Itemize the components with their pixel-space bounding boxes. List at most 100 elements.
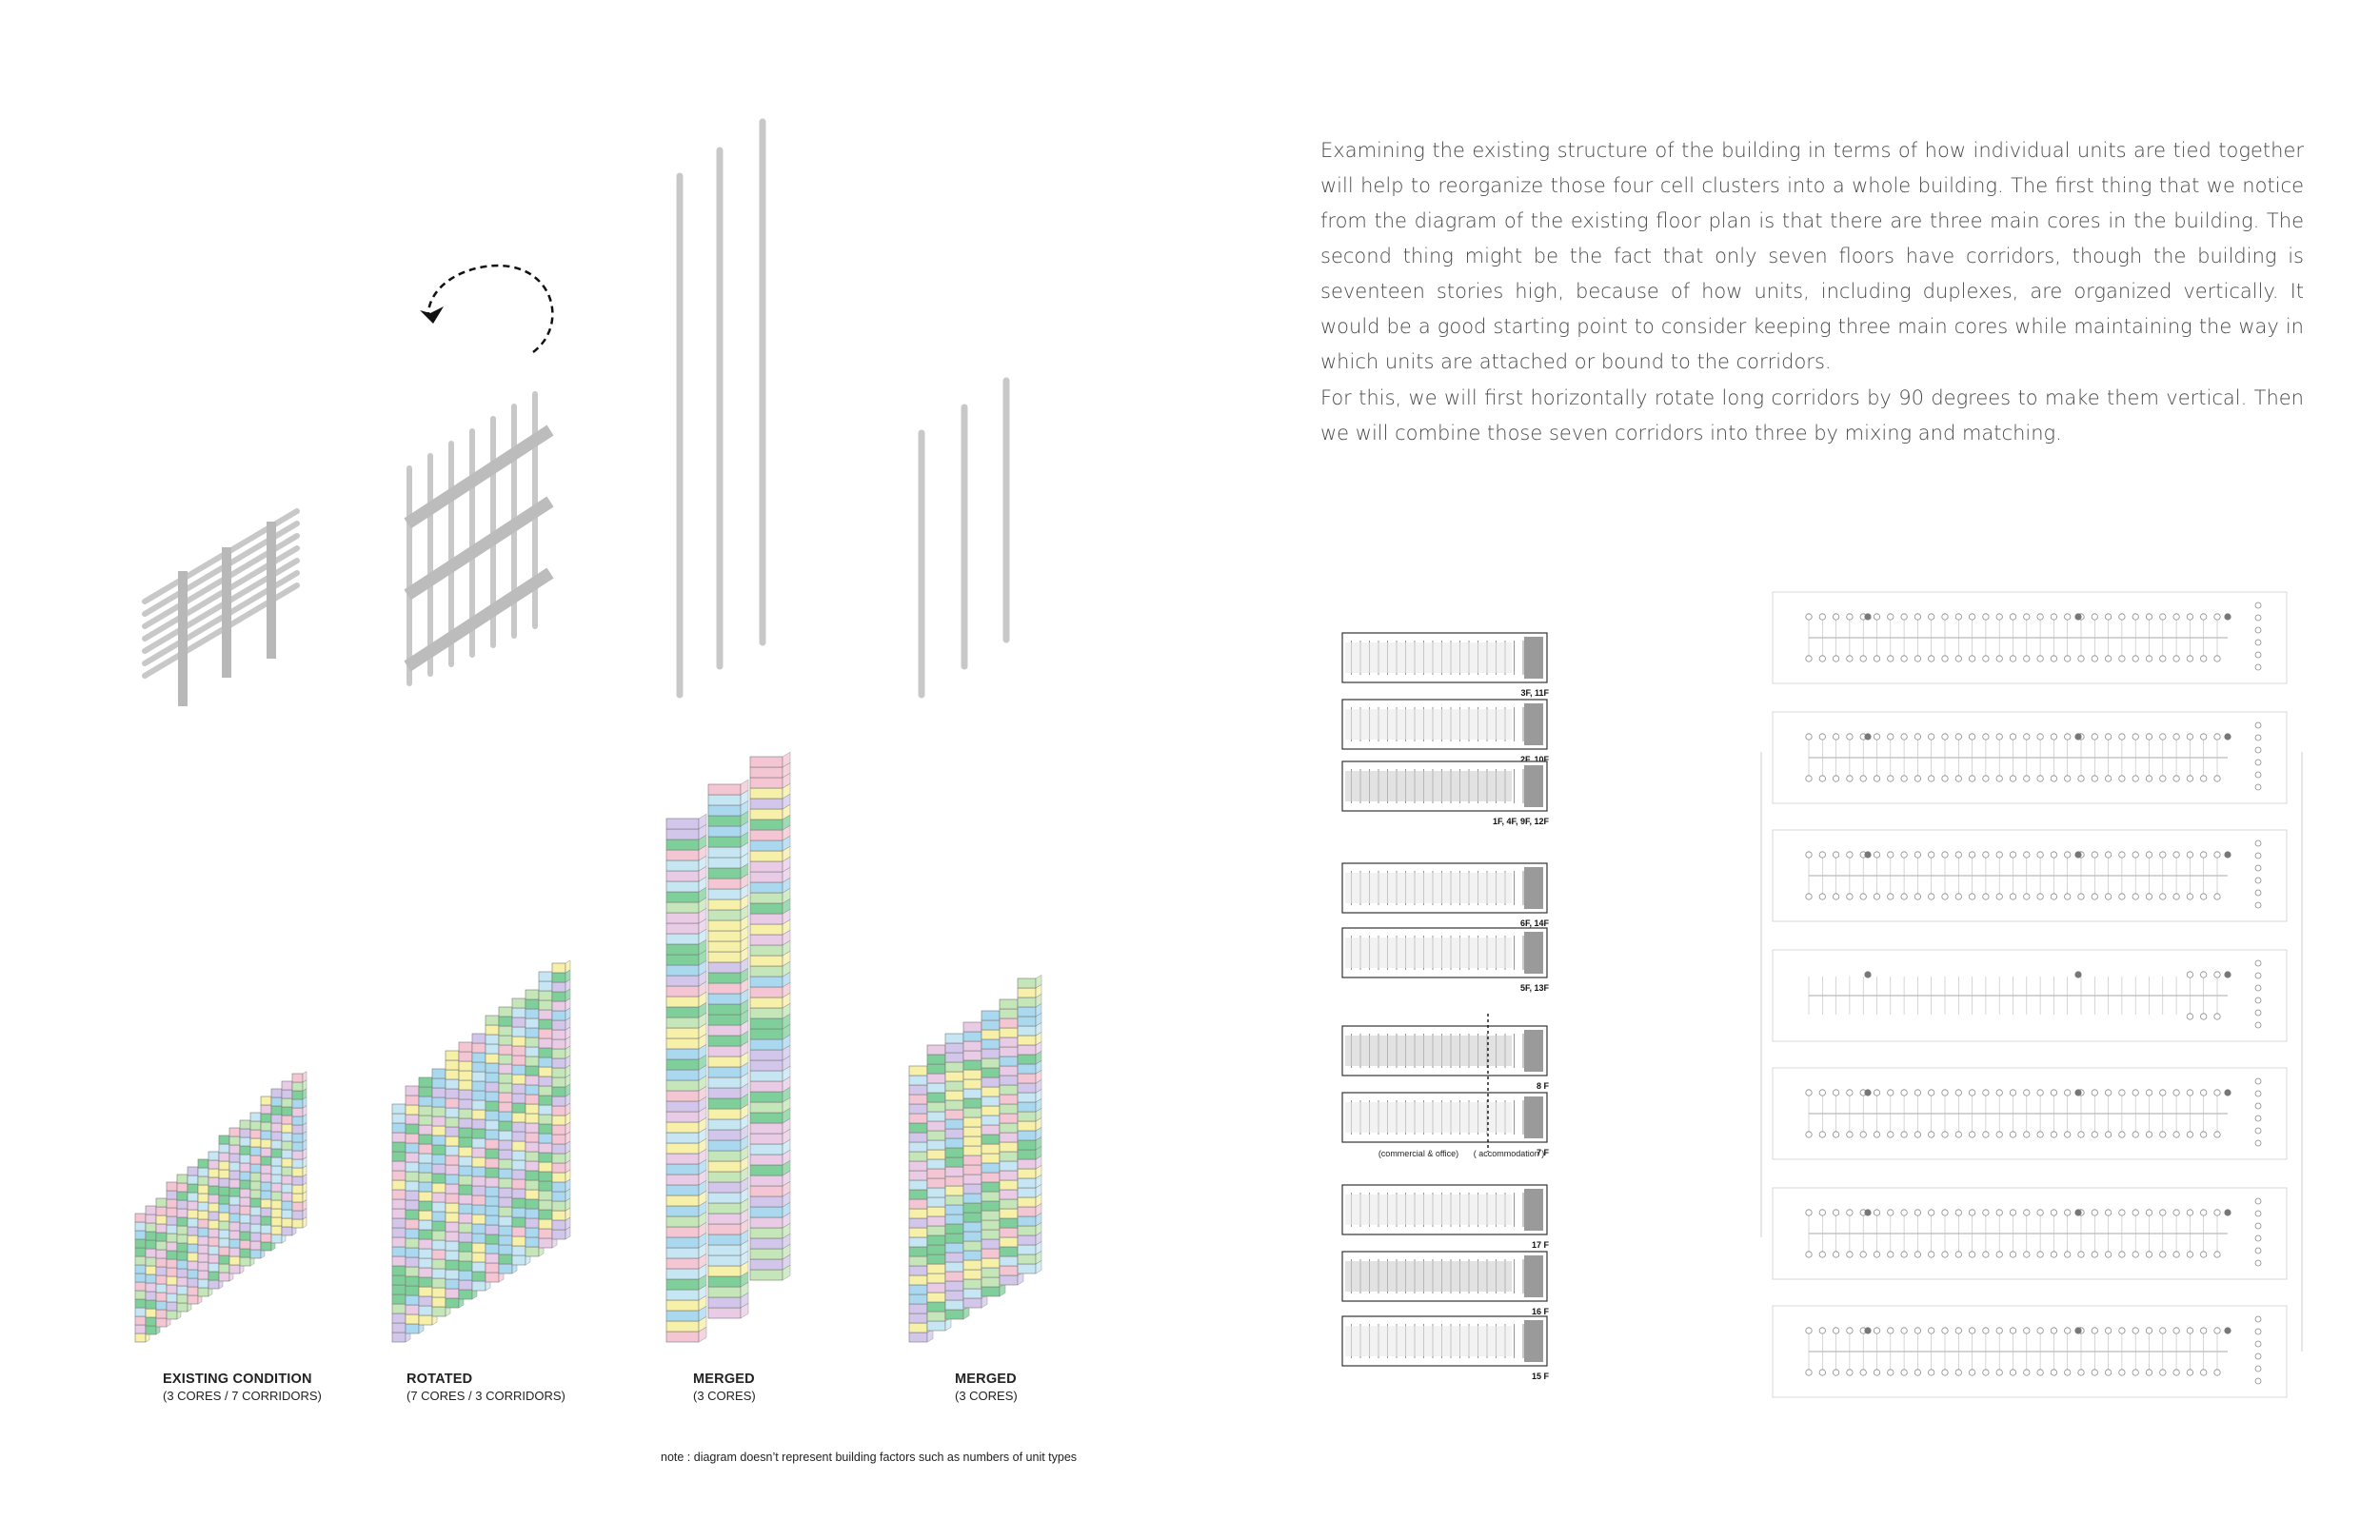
unit-block bbox=[999, 1103, 1019, 1115]
unit-node bbox=[1873, 1251, 1881, 1258]
unit-block bbox=[418, 1314, 433, 1326]
unit-block bbox=[538, 999, 553, 1011]
unit-node bbox=[1873, 733, 1881, 740]
unit-block bbox=[485, 1205, 500, 1216]
unit-block bbox=[538, 1066, 553, 1077]
unit-node bbox=[1954, 851, 1962, 859]
unit-node bbox=[1928, 775, 1935, 782]
plan-annotation: (commercial & office) bbox=[1378, 1149, 1458, 1158]
core-stair bbox=[1524, 765, 1543, 807]
unit-block bbox=[458, 1079, 473, 1091]
unit-block bbox=[260, 1181, 272, 1192]
rotate-arrow-icon bbox=[420, 264, 554, 353]
unit-node bbox=[2036, 893, 2044, 900]
unit-block bbox=[962, 1031, 982, 1042]
unit-block bbox=[391, 1284, 407, 1295]
unit-block bbox=[707, 1244, 742, 1256]
unit-block bbox=[707, 1087, 742, 1099]
unit-block bbox=[208, 1236, 220, 1247]
unit-block bbox=[197, 1167, 209, 1177]
unit-node bbox=[2213, 655, 2221, 662]
unit-block bbox=[418, 1257, 433, 1269]
unit-block bbox=[538, 1037, 553, 1049]
unit-block bbox=[239, 1154, 251, 1164]
unit-block bbox=[176, 1259, 188, 1270]
core-stair bbox=[1524, 637, 1543, 679]
unit-node bbox=[2118, 1131, 2126, 1138]
unit-block bbox=[926, 1225, 946, 1236]
unit-block bbox=[707, 940, 742, 953]
side-node bbox=[2254, 1222, 2262, 1230]
unit-node bbox=[2159, 1251, 2167, 1258]
unit-block bbox=[197, 1201, 209, 1212]
unit-block bbox=[471, 1194, 486, 1206]
plan-fill bbox=[1345, 1102, 1512, 1133]
side-node bbox=[2254, 1247, 2262, 1254]
unit-block bbox=[197, 1278, 209, 1289]
unit-node bbox=[2064, 613, 2072, 621]
unit-block bbox=[908, 1094, 928, 1105]
floor-label: 5F, 13F bbox=[1520, 983, 1550, 993]
side-node bbox=[2254, 651, 2262, 659]
unit-node bbox=[1941, 851, 1949, 859]
unit-block bbox=[1017, 1111, 1037, 1122]
unit-block bbox=[405, 1285, 420, 1296]
unit-node bbox=[2172, 893, 2180, 900]
unit-block bbox=[445, 1126, 460, 1137]
unit-block bbox=[962, 1069, 982, 1080]
unit-block bbox=[405, 1228, 420, 1239]
unit-block bbox=[166, 1293, 178, 1303]
unit-node bbox=[2159, 1209, 2167, 1216]
unit-block bbox=[485, 1015, 500, 1026]
caption-existing: EXISTING CONDITION (3 CORES / 7 CORRIDOR… bbox=[163, 1371, 322, 1405]
unit-block bbox=[445, 1250, 460, 1261]
unit-block bbox=[944, 1137, 964, 1149]
core-node bbox=[2224, 1209, 2231, 1216]
unit-node bbox=[2200, 1089, 2208, 1096]
unit-block bbox=[405, 1199, 420, 1211]
unit-node bbox=[1900, 1327, 1908, 1334]
unit-node bbox=[2213, 1251, 2221, 1258]
unit-block bbox=[155, 1214, 168, 1225]
unit-block bbox=[249, 1146, 262, 1156]
plan-fill bbox=[1345, 1036, 1512, 1066]
unit-block bbox=[485, 1272, 500, 1283]
unit-block bbox=[208, 1271, 220, 1281]
unit-block bbox=[749, 955, 783, 967]
side-node bbox=[2254, 1139, 2262, 1147]
unit-block bbox=[166, 1310, 178, 1320]
unit-block bbox=[418, 1305, 433, 1316]
unit-block bbox=[962, 1050, 982, 1061]
unit-node bbox=[1805, 893, 1813, 900]
unit-node bbox=[1900, 851, 1908, 859]
unit-block bbox=[749, 756, 783, 768]
unit-block bbox=[145, 1308, 157, 1318]
unit-block bbox=[391, 1217, 407, 1229]
unit-block bbox=[926, 1244, 946, 1255]
unit-block bbox=[707, 993, 742, 1005]
unit-block bbox=[391, 1160, 407, 1172]
unit-block bbox=[134, 1281, 147, 1292]
unit-block bbox=[176, 1216, 188, 1227]
core-stair bbox=[1524, 1320, 1543, 1362]
floor-label: 16 F bbox=[1532, 1307, 1550, 1316]
unit-node bbox=[2105, 733, 2112, 740]
unit-node bbox=[2172, 1089, 2180, 1096]
unit-block bbox=[749, 1237, 783, 1250]
unit-node bbox=[2064, 851, 2072, 859]
unit-node bbox=[2050, 775, 2057, 782]
unit-block bbox=[551, 1181, 566, 1193]
unit-block bbox=[926, 1254, 946, 1265]
unit-block bbox=[962, 1126, 982, 1137]
core-node bbox=[2224, 733, 2231, 740]
unit-node bbox=[2159, 1131, 2167, 1138]
unit-node bbox=[1887, 851, 1894, 859]
unit-block bbox=[458, 1241, 473, 1253]
unit-node bbox=[1900, 1251, 1908, 1258]
unit-block bbox=[749, 1206, 783, 1218]
unit-block bbox=[1017, 1073, 1037, 1084]
unit-block bbox=[551, 1219, 566, 1231]
unit-block bbox=[538, 1180, 553, 1192]
unit-block bbox=[707, 1003, 742, 1016]
